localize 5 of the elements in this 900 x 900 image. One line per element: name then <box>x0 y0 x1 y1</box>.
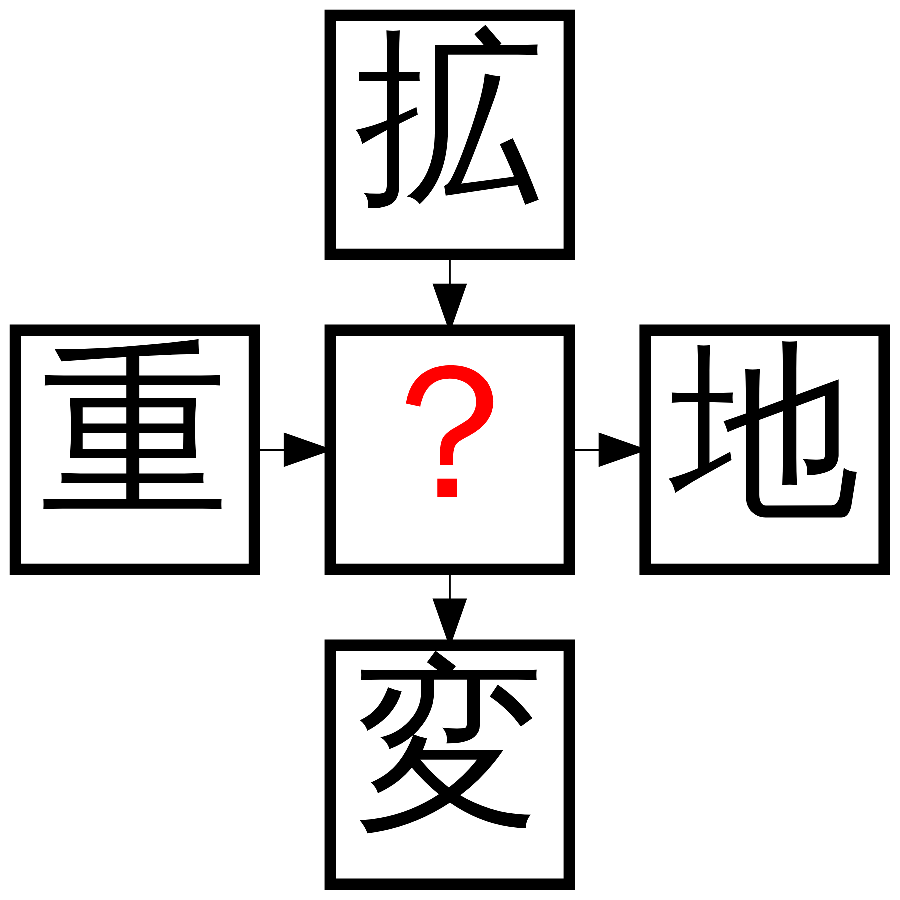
node-box: 重 <box>10 324 260 576</box>
node-box: ？ <box>324 324 576 576</box>
node-box: 変 <box>324 640 576 890</box>
node-box: 拡 <box>324 10 576 260</box>
node-box: 地 <box>640 324 890 576</box>
